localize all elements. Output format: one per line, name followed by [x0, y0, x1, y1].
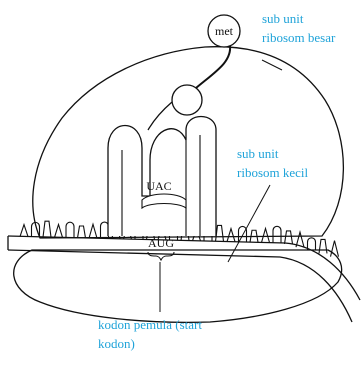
trna-head: [171, 84, 203, 116]
mrna-base: [53, 222, 64, 238]
mrna-base: [249, 229, 259, 243]
mrna-base: [318, 238, 328, 254]
anticodon-label: UAC: [146, 179, 171, 193]
codon-brace: [147, 251, 175, 262]
small-subunit-label-line1: sub unit: [237, 146, 279, 161]
mrna-base: [65, 221, 75, 238]
met-label: met: [215, 24, 234, 38]
mrna-base: [42, 220, 52, 238]
mrna-base: [237, 225, 248, 242]
mrna-base: [19, 222, 29, 237]
amino-acid-link: [195, 44, 232, 89]
mrna-base: [306, 237, 317, 251]
large-subunit-pointer: [261, 59, 283, 71]
mrna-strand: [7, 235, 361, 323]
mrna-base: [272, 225, 282, 243]
trna-inner-lines: [121, 135, 201, 236]
mrna-base: [88, 222, 98, 239]
small-subunit-pointer: [227, 184, 271, 263]
anticodon-loop: [141, 193, 187, 210]
mrna-base: [260, 226, 271, 243]
mrna-base: [329, 240, 340, 257]
start-codon-label-line1: kodon pemula (start: [98, 317, 202, 332]
trna-body: [107, 116, 217, 236]
start-codon-label-line2: kodon): [98, 336, 135, 351]
large-subunit-label-line1: sub unit: [262, 11, 304, 26]
mrna-base: [76, 225, 87, 239]
met-circle: [207, 14, 241, 48]
small-subunit-label-line2: ribosom kecil: [237, 165, 309, 180]
trna-arm: [147, 101, 173, 131]
mrna-base: [30, 221, 41, 237]
codon-label: AUG: [148, 236, 174, 250]
mrna-base: [283, 230, 294, 245]
small-subunit-shape: [13, 249, 343, 324]
large-subunit-label-line2: ribosom besar: [262, 30, 336, 45]
mrna-base: [226, 226, 236, 242]
mrna-base: [295, 229, 305, 248]
